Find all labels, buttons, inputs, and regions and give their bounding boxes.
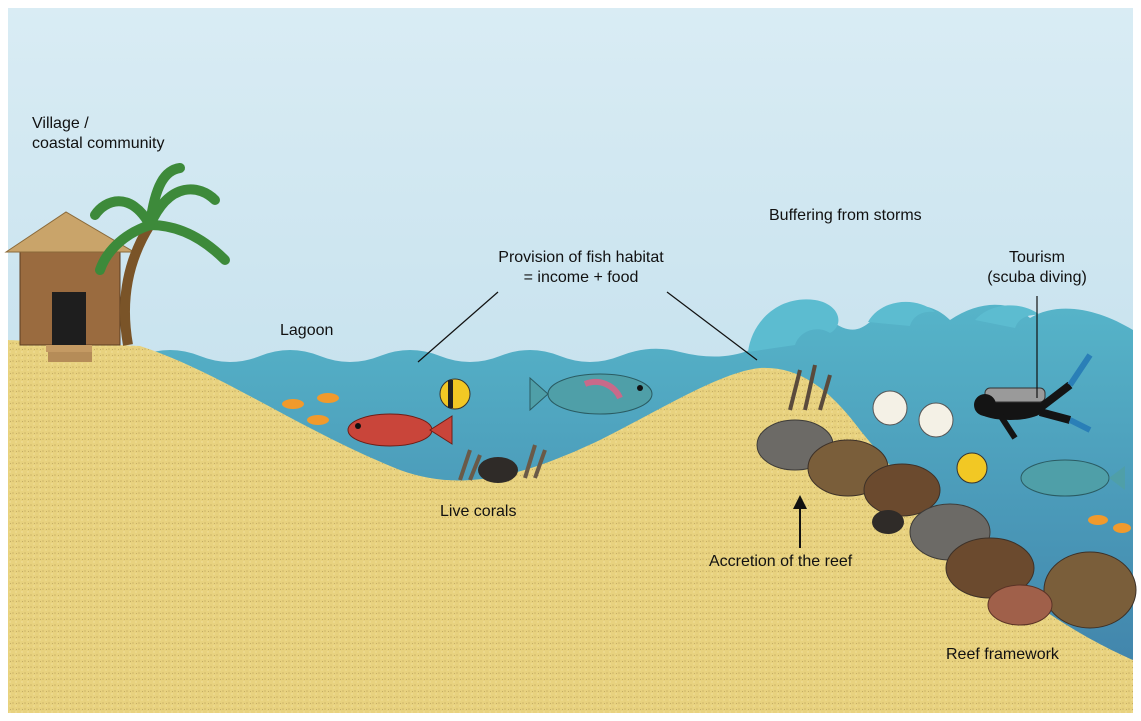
tourism-label-line1: Tourism xyxy=(962,248,1112,268)
fish-habitat-label-line1: Provision of fish habitat xyxy=(456,248,706,268)
tourism-label-line2: (scuba diving) xyxy=(962,268,1112,288)
village-label-line1: Village / xyxy=(32,114,89,134)
live-corals-label: Live corals xyxy=(440,502,516,522)
fish-habitat-label-line2: = income + food xyxy=(456,268,706,288)
lagoon-label: Lagoon xyxy=(280,321,333,341)
butterflyfish xyxy=(440,379,470,409)
village-label-line2: coastal community xyxy=(32,134,165,154)
reef-framework-label: Reef framework xyxy=(946,645,1059,665)
accretion-label: Accretion of the reef xyxy=(709,552,852,572)
buffering-label: Buffering from storms xyxy=(769,206,922,226)
